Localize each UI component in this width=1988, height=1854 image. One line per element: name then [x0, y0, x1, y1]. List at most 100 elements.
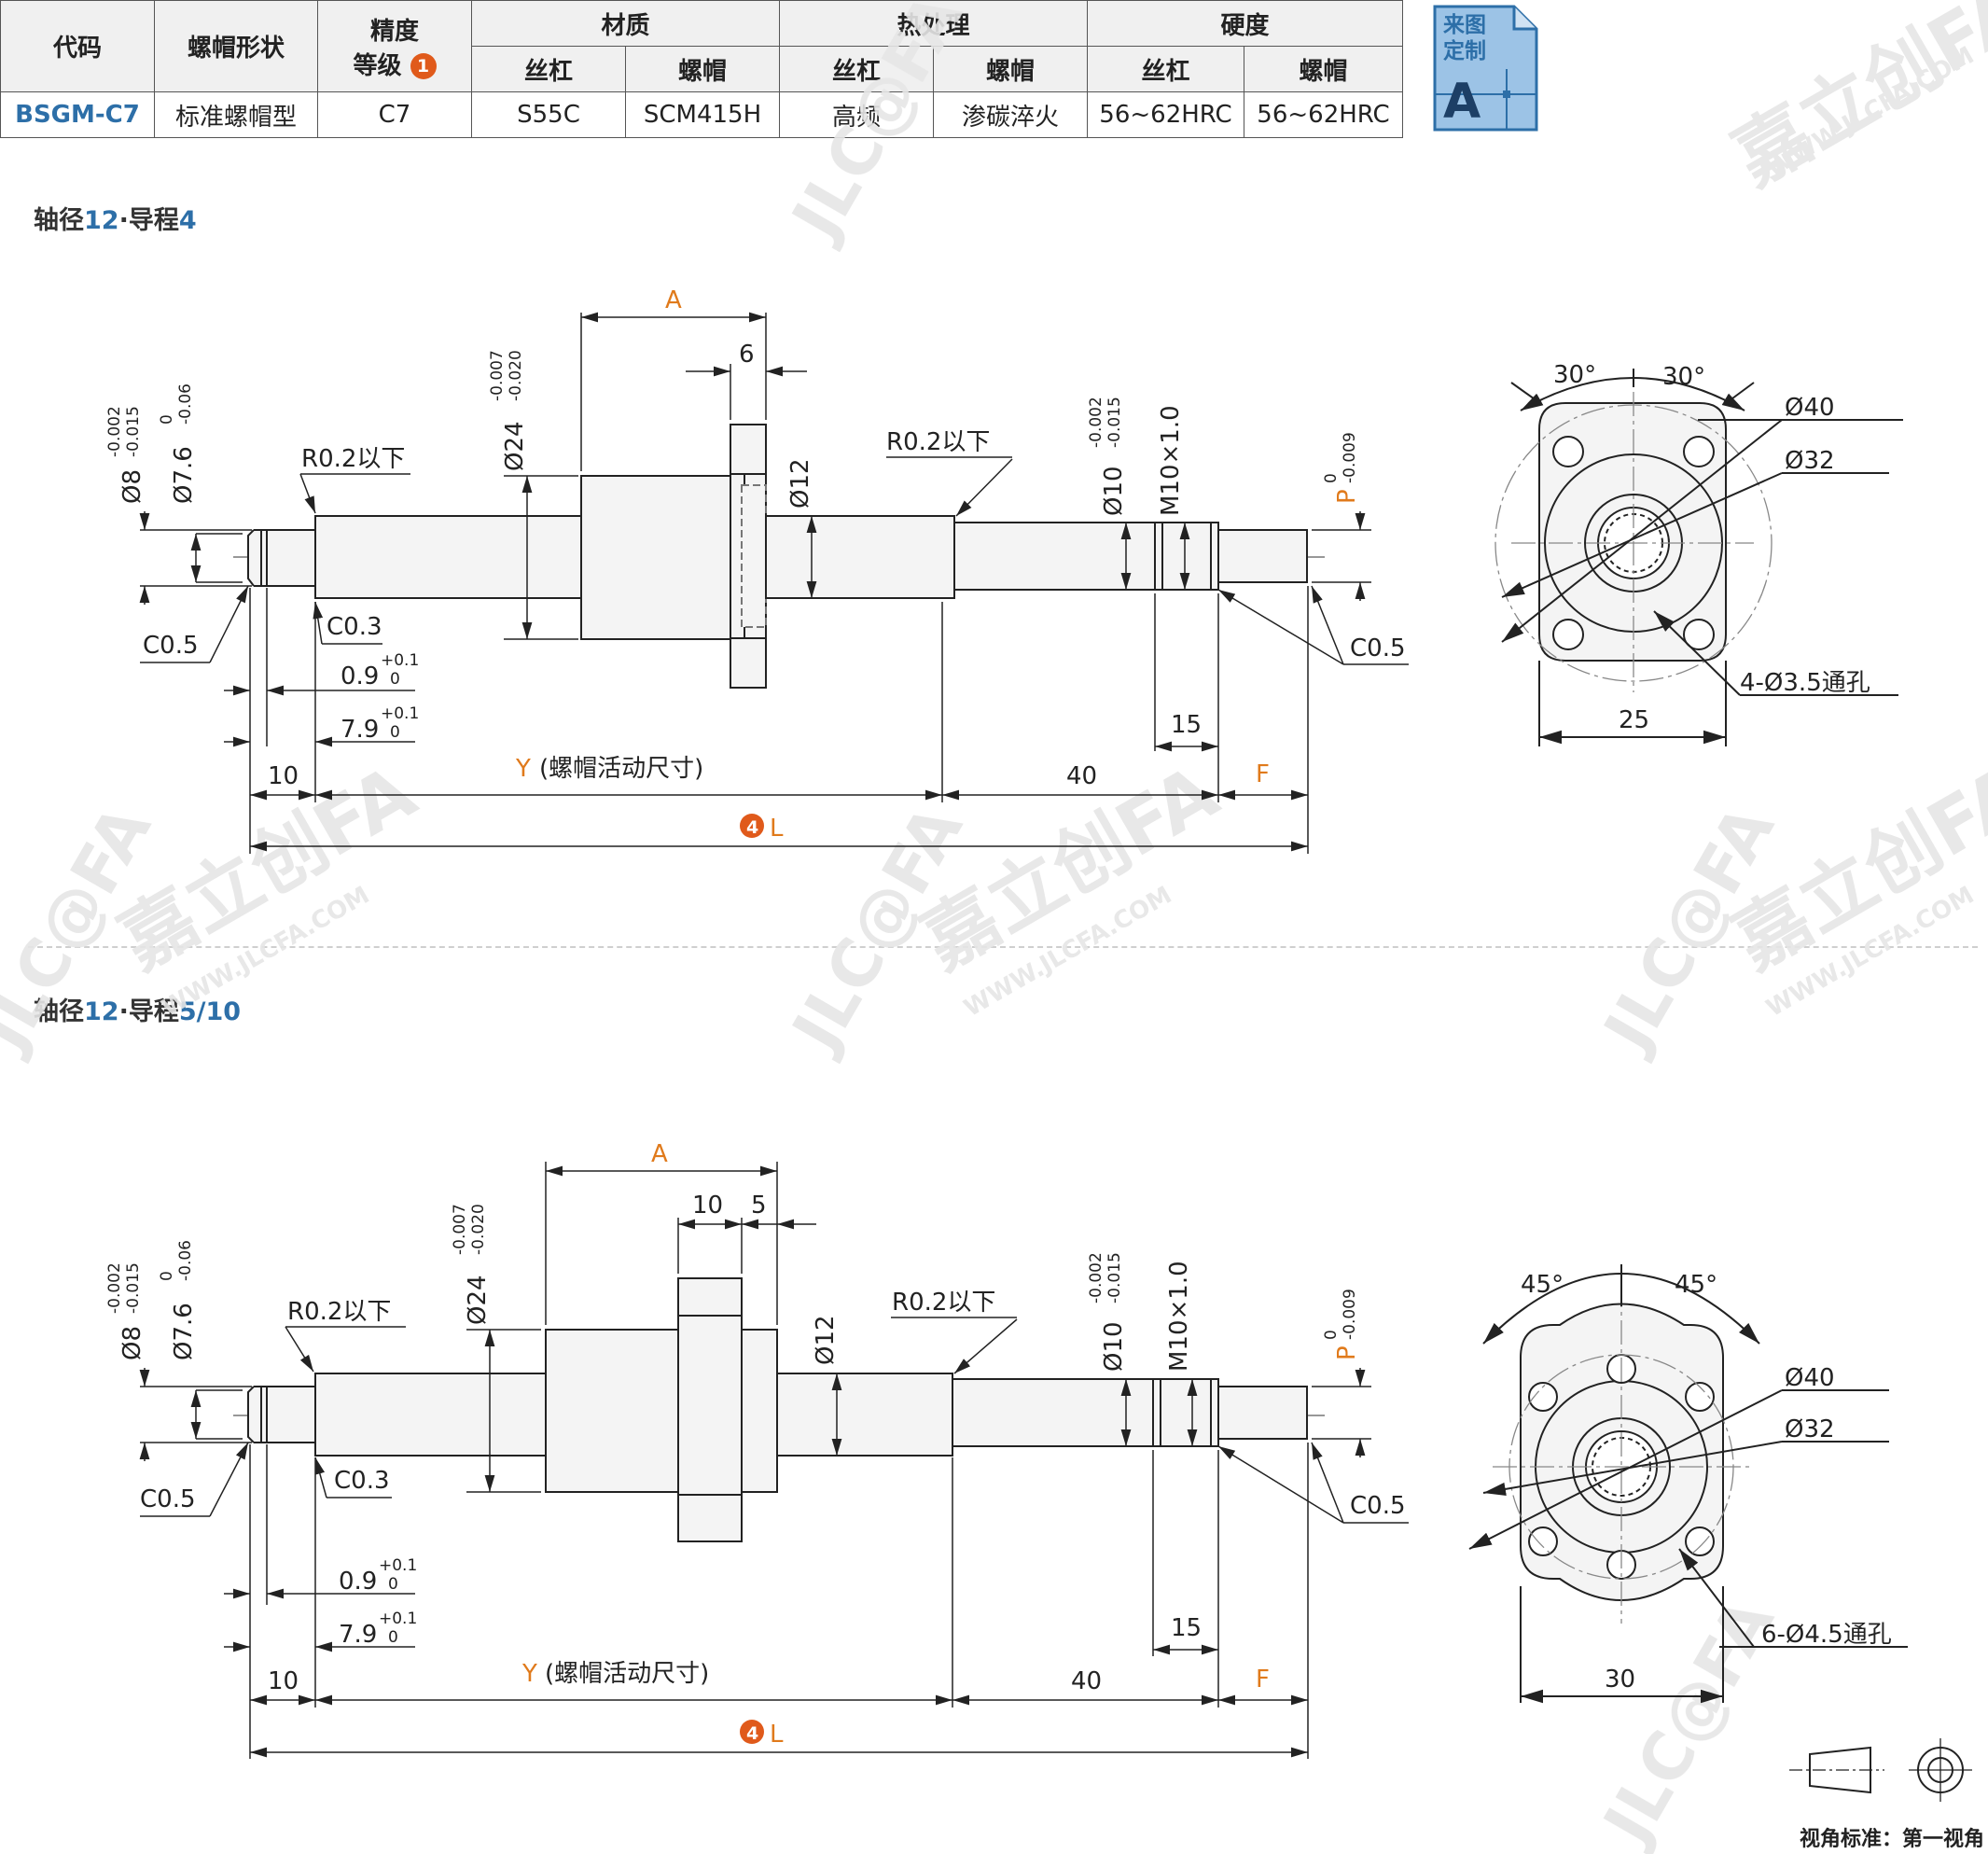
custom-drawing-stamp: 来图 定制 A — [1433, 5, 1538, 132]
stamp-line1: 来图 — [1443, 13, 1486, 37]
dim-10-top: 10 — [692, 1192, 723, 1220]
labels-lead5-10: A 10 5 Ø24 -0.007 -0.020 Ø12 R0.2以下 R0.2… — [105, 1140, 1406, 1749]
cell-nut-shape: 标准螺帽型 — [154, 91, 318, 138]
end-view-labels-lead5-10: 45° 45° Ø40 Ø32 6-Ø4.5通孔 30 — [1521, 1271, 1892, 1694]
cell-material-screw: S55C — [471, 91, 626, 138]
tol-d76-lo: -0.06 — [176, 383, 195, 425]
tol-79-lo: 0 — [388, 1628, 398, 1647]
cell-heat-screw: 高频 — [779, 91, 934, 138]
note-badge: 1 — [410, 53, 437, 79]
dim-d10: Ø10 — [1100, 1321, 1128, 1372]
note-badge-4-text: 4 — [746, 817, 758, 838]
title-lead: 4 — [178, 206, 197, 235]
dim-y: Y — [521, 1660, 537, 1688]
tol-09-lo: 0 — [388, 1575, 398, 1594]
projection-caption: 视角标准：第一视角 — [1799, 1828, 1984, 1851]
note-badge-4 — [740, 1720, 764, 1744]
cell-hardness-nut: 56~62HRC — [1244, 91, 1403, 138]
dim-p: P — [1333, 1345, 1361, 1360]
header-precision-line1: 精度 — [369, 17, 419, 46]
cell-precision: C7 — [317, 91, 472, 138]
tol-d76-up: 0 — [158, 414, 176, 425]
angle-right: 30° — [1662, 363, 1705, 391]
dim-a: A — [665, 286, 682, 314]
tol-p-up: 0 — [1322, 1330, 1341, 1340]
dim-d32: Ø32 — [1785, 1415, 1835, 1443]
dim-d76: Ø7.6 — [170, 446, 198, 504]
tol-d10-lo: -0.015 — [1105, 397, 1124, 448]
dimensions-lead5-10 — [139, 1162, 1409, 1759]
dim-a: A — [651, 1140, 668, 1168]
dim-y-note: (螺帽活动尺寸) — [539, 755, 703, 783]
dim-y: Y — [515, 755, 531, 783]
title-diameter: 12 — [84, 206, 119, 235]
dim-l: L — [770, 815, 784, 843]
dim-40: 40 — [1071, 1667, 1102, 1695]
dim-d12: Ø12 — [812, 1315, 840, 1365]
dim-79: 7.9 — [339, 1621, 377, 1649]
dim-6: 6 — [739, 341, 755, 369]
header-code: 代码 — [0, 0, 155, 92]
section-title-lead5-10: 轴径12·导程5/10 — [34, 991, 241, 1027]
tol-09-lo: 0 — [390, 670, 400, 689]
note-badge-4 — [740, 814, 764, 838]
watermark-logo: JLC@FA — [776, 0, 978, 254]
tol-d24-up: -0.007 — [488, 350, 507, 401]
spec-table: 代码 螺帽形状 精度 等级 1 材质 热处理 硬度 丝杠 螺帽 丝杠 螺帽 丝杠… — [0, 0, 1403, 138]
first-angle-projection-icon — [1789, 1738, 1972, 1802]
tol-d8-lo: -0.015 — [124, 406, 143, 457]
title-diameter: 12 — [84, 997, 119, 1026]
tol-d10-lo: -0.015 — [1105, 1252, 1124, 1303]
tol-d76-up: 0 — [158, 1271, 176, 1281]
dim-c05-right: C0.5 — [1350, 1492, 1406, 1520]
dim-r02-right: R0.2以下 — [892, 1289, 995, 1317]
dim-d76: Ø7.6 — [170, 1303, 198, 1360]
tol-d8-up: -0.002 — [105, 406, 124, 457]
tol-d24-lo: -0.020 — [507, 350, 525, 401]
header-heat-nut: 螺帽 — [933, 46, 1088, 92]
angle-left: 45° — [1521, 1271, 1564, 1299]
dim-r02-right: R0.2以下 — [886, 428, 990, 456]
dim-c03: C0.3 — [327, 613, 382, 641]
dim-d12: Ø12 — [786, 458, 814, 509]
tol-79-lo: 0 — [390, 723, 400, 742]
dim-10: 10 — [268, 1667, 299, 1695]
dim-y-note: (螺帽活动尺寸) — [545, 1660, 709, 1688]
section-divider — [28, 946, 1978, 948]
title-prefix: 轴径 — [34, 206, 84, 235]
title-lead: 5/10 — [178, 997, 242, 1026]
dim-d24: Ø24 — [501, 421, 529, 471]
end-view-labels-lead4: 30° 30° Ø40 Ø32 4-Ø3.5通孔 25 — [1553, 361, 1870, 734]
dim-15: 15 — [1171, 711, 1202, 739]
stamp-letter: A — [1443, 74, 1481, 130]
tol-09-up: +0.1 — [381, 651, 419, 670]
dim-10: 10 — [268, 762, 299, 790]
header-hardness-nut: 螺帽 — [1244, 46, 1403, 92]
dim-15: 15 — [1171, 1614, 1202, 1642]
header-precision-line2: 等级 — [353, 51, 402, 80]
side-view-lead5-10 — [233, 1277, 1325, 1542]
title-prefix: 轴径 — [34, 997, 84, 1026]
stamp-line2: 定制 — [1443, 38, 1486, 63]
dim-l: L — [770, 1721, 784, 1749]
watermark-brand: 嘉立创FA — [1719, 0, 1988, 202]
dim-r02-left: R0.2以下 — [287, 1298, 391, 1326]
title-mid: ·导程 — [118, 206, 179, 235]
tol-d8-lo: -0.015 — [124, 1262, 143, 1314]
dim-40: 40 — [1066, 762, 1097, 790]
tol-d10-up: -0.002 — [1087, 397, 1105, 448]
header-heat-screw: 丝杠 — [779, 46, 934, 92]
dim-c05-right: C0.5 — [1350, 634, 1406, 662]
dim-c05-left: C0.5 — [140, 1485, 196, 1513]
note-badge-4-text: 4 — [746, 1723, 758, 1744]
tol-p-lo: -0.009 — [1341, 1289, 1359, 1340]
angle-left: 30° — [1553, 361, 1596, 389]
tol-p-up: 0 — [1322, 473, 1341, 483]
title-mid: ·导程 — [118, 997, 179, 1026]
dim-r02-left: R0.2以下 — [301, 445, 405, 473]
dim-d32: Ø32 — [1785, 447, 1835, 475]
section-title-lead4: 轴径12·导程4 — [34, 200, 197, 236]
dim-f: F — [1256, 760, 1270, 788]
dim-d8: Ø8 — [118, 469, 146, 504]
dim-d10: Ø10 — [1100, 466, 1128, 516]
